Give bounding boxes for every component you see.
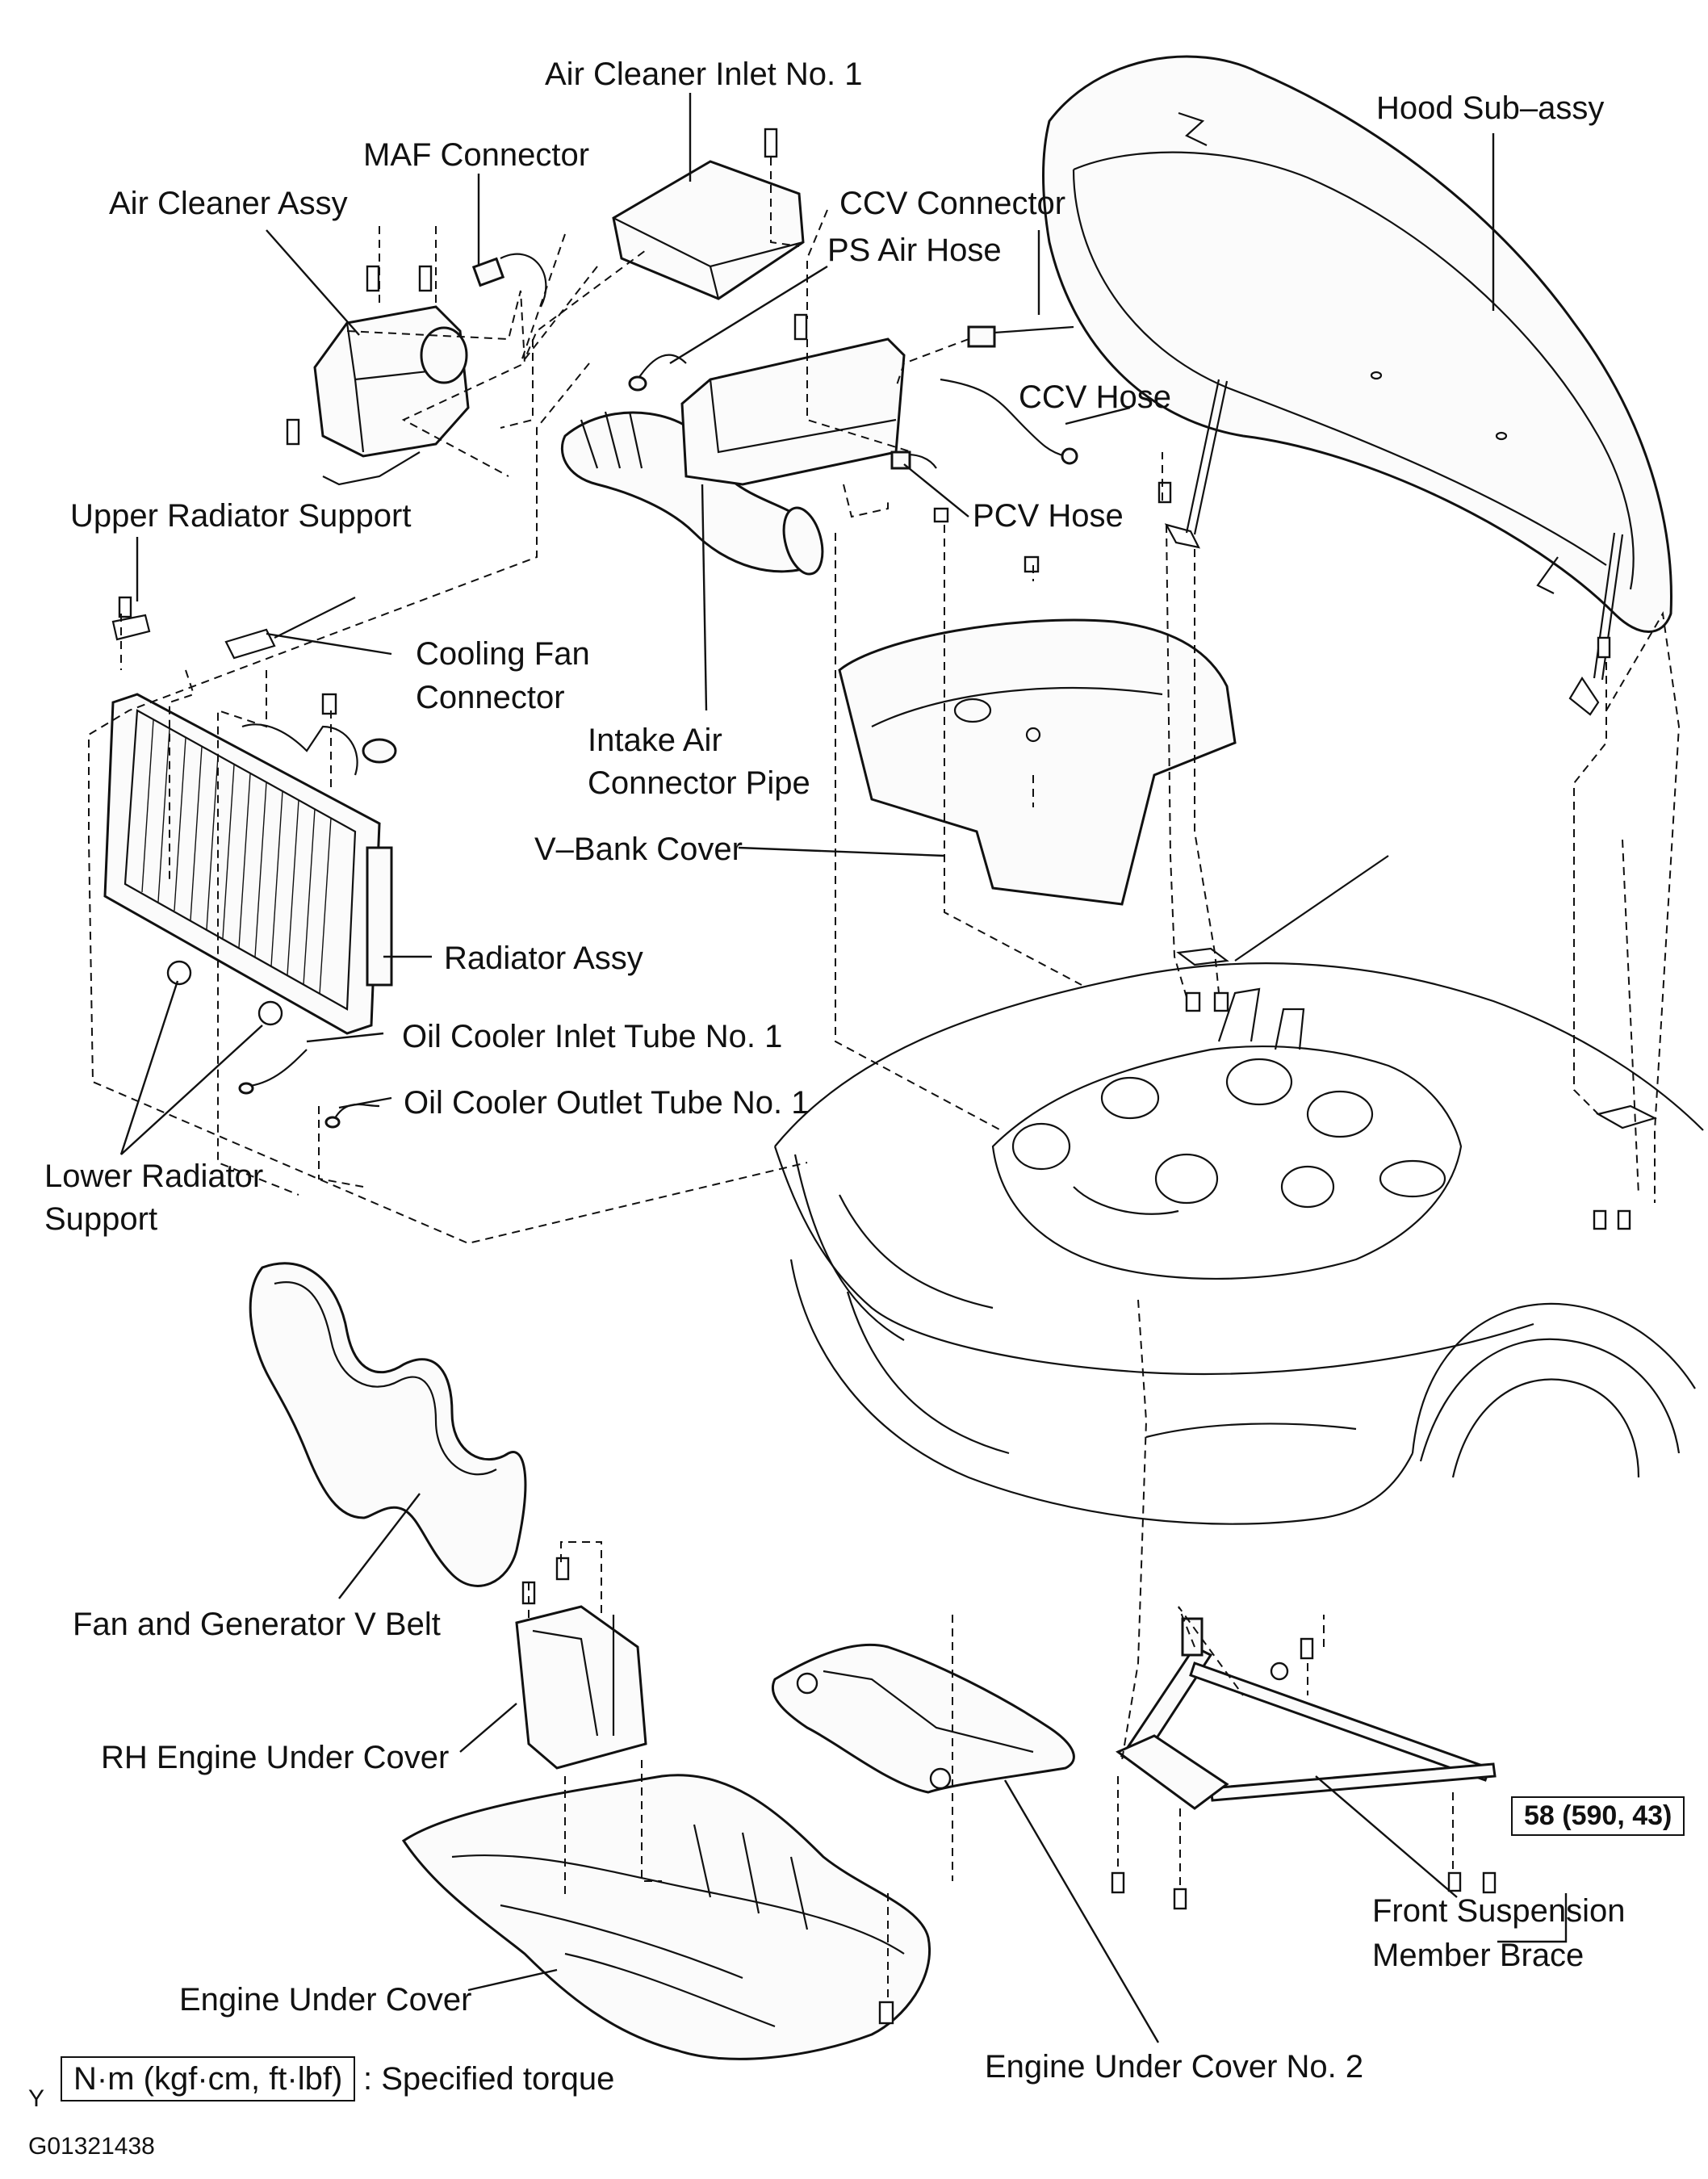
legend-torque-units: N·m (kgf·cm, ft·lbf)	[61, 2056, 356, 2101]
legend-description: : Specified torque	[363, 2061, 615, 2097]
air-cleaner-inlet	[612, 128, 805, 300]
vehicle-front-body	[773, 855, 1704, 1525]
label-lower-radiator-support-line1: Lower Radiator	[44, 1159, 264, 1194]
label-cooling-fan-connector-line2: Connector	[416, 680, 565, 715]
label-front-suspension-line2: Member Brace	[1372, 1938, 1585, 1973]
label-v-bank-cover: V–Bank Cover	[534, 832, 743, 867]
label-lower-radiator-support-line2: Support	[44, 1201, 158, 1237]
label-engine-under-cover-no-2: Engine Under Cover No. 2	[985, 2049, 1364, 2085]
label-oil-cooler-inlet: Oil Cooler Inlet Tube No. 1	[402, 1019, 783, 1054]
label-oil-cooler-outlet: Oil Cooler Outlet Tube No. 1	[404, 1085, 810, 1121]
ps-air-hose	[628, 354, 687, 392]
label-air-cleaner-inlet: Air Cleaner Inlet No. 1	[545, 57, 863, 92]
v-bank-cover	[838, 555, 1237, 906]
label-upper-radiator-support: Upper Radiator Support	[70, 498, 412, 534]
ccv-connector	[967, 325, 1074, 348]
label-air-cleaner-assy: Air Cleaner Assy	[109, 186, 348, 221]
cooling-fan-connector	[224, 597, 356, 660]
label-engine-under-cover: Engine Under Cover	[179, 1982, 472, 2018]
label-rh-engine-under-cover: RH Engine Under Cover	[101, 1740, 450, 1775]
label-radiator-assy: Radiator Assy	[444, 941, 643, 976]
engine-assembly	[991, 947, 1657, 1280]
engine-under-cover	[401, 1774, 931, 2060]
fan-generator-v-belt	[249, 1262, 527, 1587]
oil-cooler-outlet-tube	[324, 1103, 380, 1129]
front-suspension-member-brace	[1111, 1617, 1497, 1910]
label-intake-air-line2: Connector Pipe	[588, 765, 810, 801]
hood-support-rods	[1158, 379, 1624, 716]
label-intake-air-line1: Intake Air	[588, 723, 722, 758]
label-fan-generator-belt: Fan and Generator V Belt	[73, 1607, 441, 1642]
alignment-lines	[88, 157, 1681, 2002]
label-pcv-hose: PCV Hose	[973, 498, 1124, 534]
radiator-assy	[103, 693, 397, 1035]
air-cleaner-assy	[286, 265, 470, 486]
label-front-suspension-line1: Front Suspension	[1372, 1893, 1626, 1929]
label-maf-connector: MAF Connector	[363, 137, 590, 173]
rh-engine-under-cover	[515, 1557, 647, 1770]
maf-connector	[471, 253, 547, 308]
air-flow-housing	[680, 313, 906, 486]
label-ccv-connector: CCV Connector	[839, 186, 1066, 221]
label-ccv-hose: CCV Hose	[1019, 379, 1171, 415]
upper-radiator-support	[111, 596, 151, 641]
hood-sub-assy	[1042, 55, 1672, 633]
label-cooling-fan-connector-line1: Cooling Fan	[416, 636, 590, 672]
ccv-hose	[940, 378, 1078, 465]
engine-under-cover-no-2	[771, 1643, 1075, 1794]
torque-spec-box: 58 (590, 43)	[1511, 1796, 1685, 1837]
leader-lines	[119, 93, 1568, 2043]
pcv-hose	[890, 450, 949, 523]
legend-mark: Y	[28, 2085, 45, 2112]
label-hood-sub-assy: Hood Sub–assy	[1376, 90, 1605, 126]
oil-cooler-inlet-tube	[238, 1049, 308, 1095]
figure-code: G01321438	[28, 2133, 155, 2160]
label-ps-air-hose: PS Air Hose	[827, 233, 1002, 268]
